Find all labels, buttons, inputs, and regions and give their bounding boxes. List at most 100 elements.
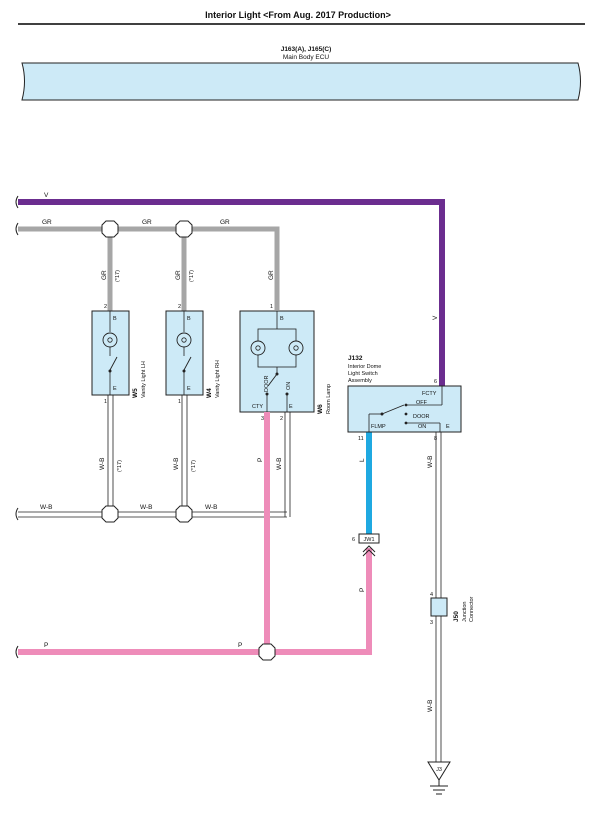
wire-label-wb-w4: W-B xyxy=(173,457,180,470)
wire-label-p-jw1: P xyxy=(359,588,366,592)
w4-bulb-filament xyxy=(181,337,187,343)
jw1-label: JW1 xyxy=(364,537,375,543)
wire-label-l: L xyxy=(359,458,366,462)
wire-label-wb-j3: W-B xyxy=(427,699,434,712)
ground-icon xyxy=(430,780,448,795)
w5-switch-icon xyxy=(109,356,118,371)
j50-pin-bottom: 3 xyxy=(430,620,433,626)
wire-wb-group xyxy=(18,395,442,762)
jw1-box xyxy=(358,533,380,544)
j50-box xyxy=(430,597,448,617)
j50-name-l1: Junction xyxy=(462,602,468,623)
j132-fcty: FCTY xyxy=(422,391,437,397)
wire-label-wb-w5-note: (*17) xyxy=(117,460,123,472)
wire-label-wb-3: W-B xyxy=(205,504,218,511)
wire-p-break xyxy=(15,645,19,659)
ecu-codes: J163(A), J165(C) xyxy=(281,46,332,53)
page-title: Interior Light <From Aug. 2017 Productio… xyxy=(205,10,391,20)
wire-v xyxy=(18,199,445,386)
wire-label-wb-w5: W-B xyxy=(99,457,106,470)
ecu-box xyxy=(21,62,581,101)
w6-bulb-left-icon xyxy=(250,340,266,356)
w6-pin-cty: 3 xyxy=(261,416,264,422)
w6-bulb-right-icon xyxy=(288,340,304,356)
w5-bulb-filament xyxy=(107,337,113,343)
w4-pin-top: 2 xyxy=(178,304,181,310)
j50-code: J50 xyxy=(453,611,460,622)
wire-label-wb-w6: W-B xyxy=(276,457,283,470)
j132-name-l3: Assembly xyxy=(348,378,372,384)
w4-code: W4 xyxy=(206,388,213,398)
splice-wb-2 xyxy=(175,505,193,523)
w6-bulb-right-filament xyxy=(293,345,299,351)
w4-switch-icon xyxy=(183,356,192,371)
w4-name: Vanity Light RH xyxy=(215,360,221,398)
j132-pin-e: 8 xyxy=(434,436,437,442)
w6-e: E xyxy=(289,404,293,410)
wire-label-wb: W-B xyxy=(40,504,53,511)
w5-e: E xyxy=(113,386,117,392)
w6-pin-e: 2 xyxy=(280,416,283,422)
wire-label-v: V xyxy=(44,192,49,199)
w4-box xyxy=(165,310,204,396)
w6-on: ON xyxy=(286,382,292,390)
wire-label-gr-w4-note: (*17) xyxy=(189,270,195,282)
wire-p xyxy=(18,548,372,655)
wire-label-gr-w5: GR xyxy=(101,270,108,280)
w4-pin-bottom: 1 xyxy=(178,399,181,405)
w6-name: Room Lamp xyxy=(326,384,332,414)
jw1-chevron-icon xyxy=(362,545,376,557)
wire-label-wb-w4-note: (*17) xyxy=(191,460,197,472)
wire-label-wb-j132: W-B xyxy=(427,455,434,468)
splice-wb-1 xyxy=(101,505,119,523)
j50-pin-top: 4 xyxy=(430,592,433,598)
wire-wb-break xyxy=(15,507,19,521)
w6-door: DOOR xyxy=(264,375,270,392)
j132-code: J132 xyxy=(348,355,363,362)
j132-e: E xyxy=(446,424,450,430)
ecu-name: Main Body ECU xyxy=(283,54,330,61)
w5-pin-bottom: 1 xyxy=(104,399,107,405)
wire-label-gr: GR xyxy=(42,219,52,226)
j132-switch-icon xyxy=(381,404,405,415)
wire-label-p-2: P xyxy=(238,642,242,649)
j132-pin-flmp: 11 xyxy=(358,436,364,442)
w5-code: W5 xyxy=(132,388,139,398)
j3-label: J3 xyxy=(436,767,442,773)
j132-contact-door xyxy=(404,412,408,416)
wire-gr-break xyxy=(15,222,19,236)
splice-gr-1 xyxy=(101,220,119,238)
w6-switch-icon xyxy=(267,373,278,387)
splice-p xyxy=(258,643,276,661)
splice-gr-2 xyxy=(175,220,193,238)
wire-label-gr-w5-note: (*17) xyxy=(115,270,121,282)
w6-code: W6 xyxy=(317,404,324,414)
j132-flmp: FLMP xyxy=(371,424,386,430)
j132-pin-fcty: 6 xyxy=(434,379,437,385)
j50-name-l2: Connector xyxy=(469,596,475,622)
wire-label-v-vertical: V xyxy=(432,315,439,320)
w5-name: Vanity Light LH xyxy=(141,361,147,398)
w6-pin-top: 1 xyxy=(270,304,273,310)
wire-v-break xyxy=(15,195,19,209)
jw1-pin: 6 xyxy=(352,537,355,543)
w6-switch-pivot xyxy=(275,372,279,376)
j132-off: OFF xyxy=(416,400,428,406)
wire-label-gr-w6: GR xyxy=(268,270,275,280)
j132-name-l1: Interior Dome xyxy=(348,364,381,370)
wire-label-gr-2: GR xyxy=(142,219,152,226)
w4-e: E xyxy=(187,386,191,392)
wire-label-gr-3: GR xyxy=(220,219,230,226)
j3-ground-triangle xyxy=(427,761,451,781)
wire-label-p: P xyxy=(44,642,48,649)
w6-b: B xyxy=(280,316,284,322)
w5-b: B xyxy=(113,316,117,322)
w5-box xyxy=(91,310,130,396)
wire-gr xyxy=(18,226,280,310)
wire-label-wb-2: W-B xyxy=(140,504,153,511)
wire-label-gr-w4: GR xyxy=(175,270,182,280)
j132-contact-off xyxy=(404,403,408,407)
wire-label-p-w6: P xyxy=(257,458,264,462)
j132-on: ON xyxy=(418,424,426,430)
